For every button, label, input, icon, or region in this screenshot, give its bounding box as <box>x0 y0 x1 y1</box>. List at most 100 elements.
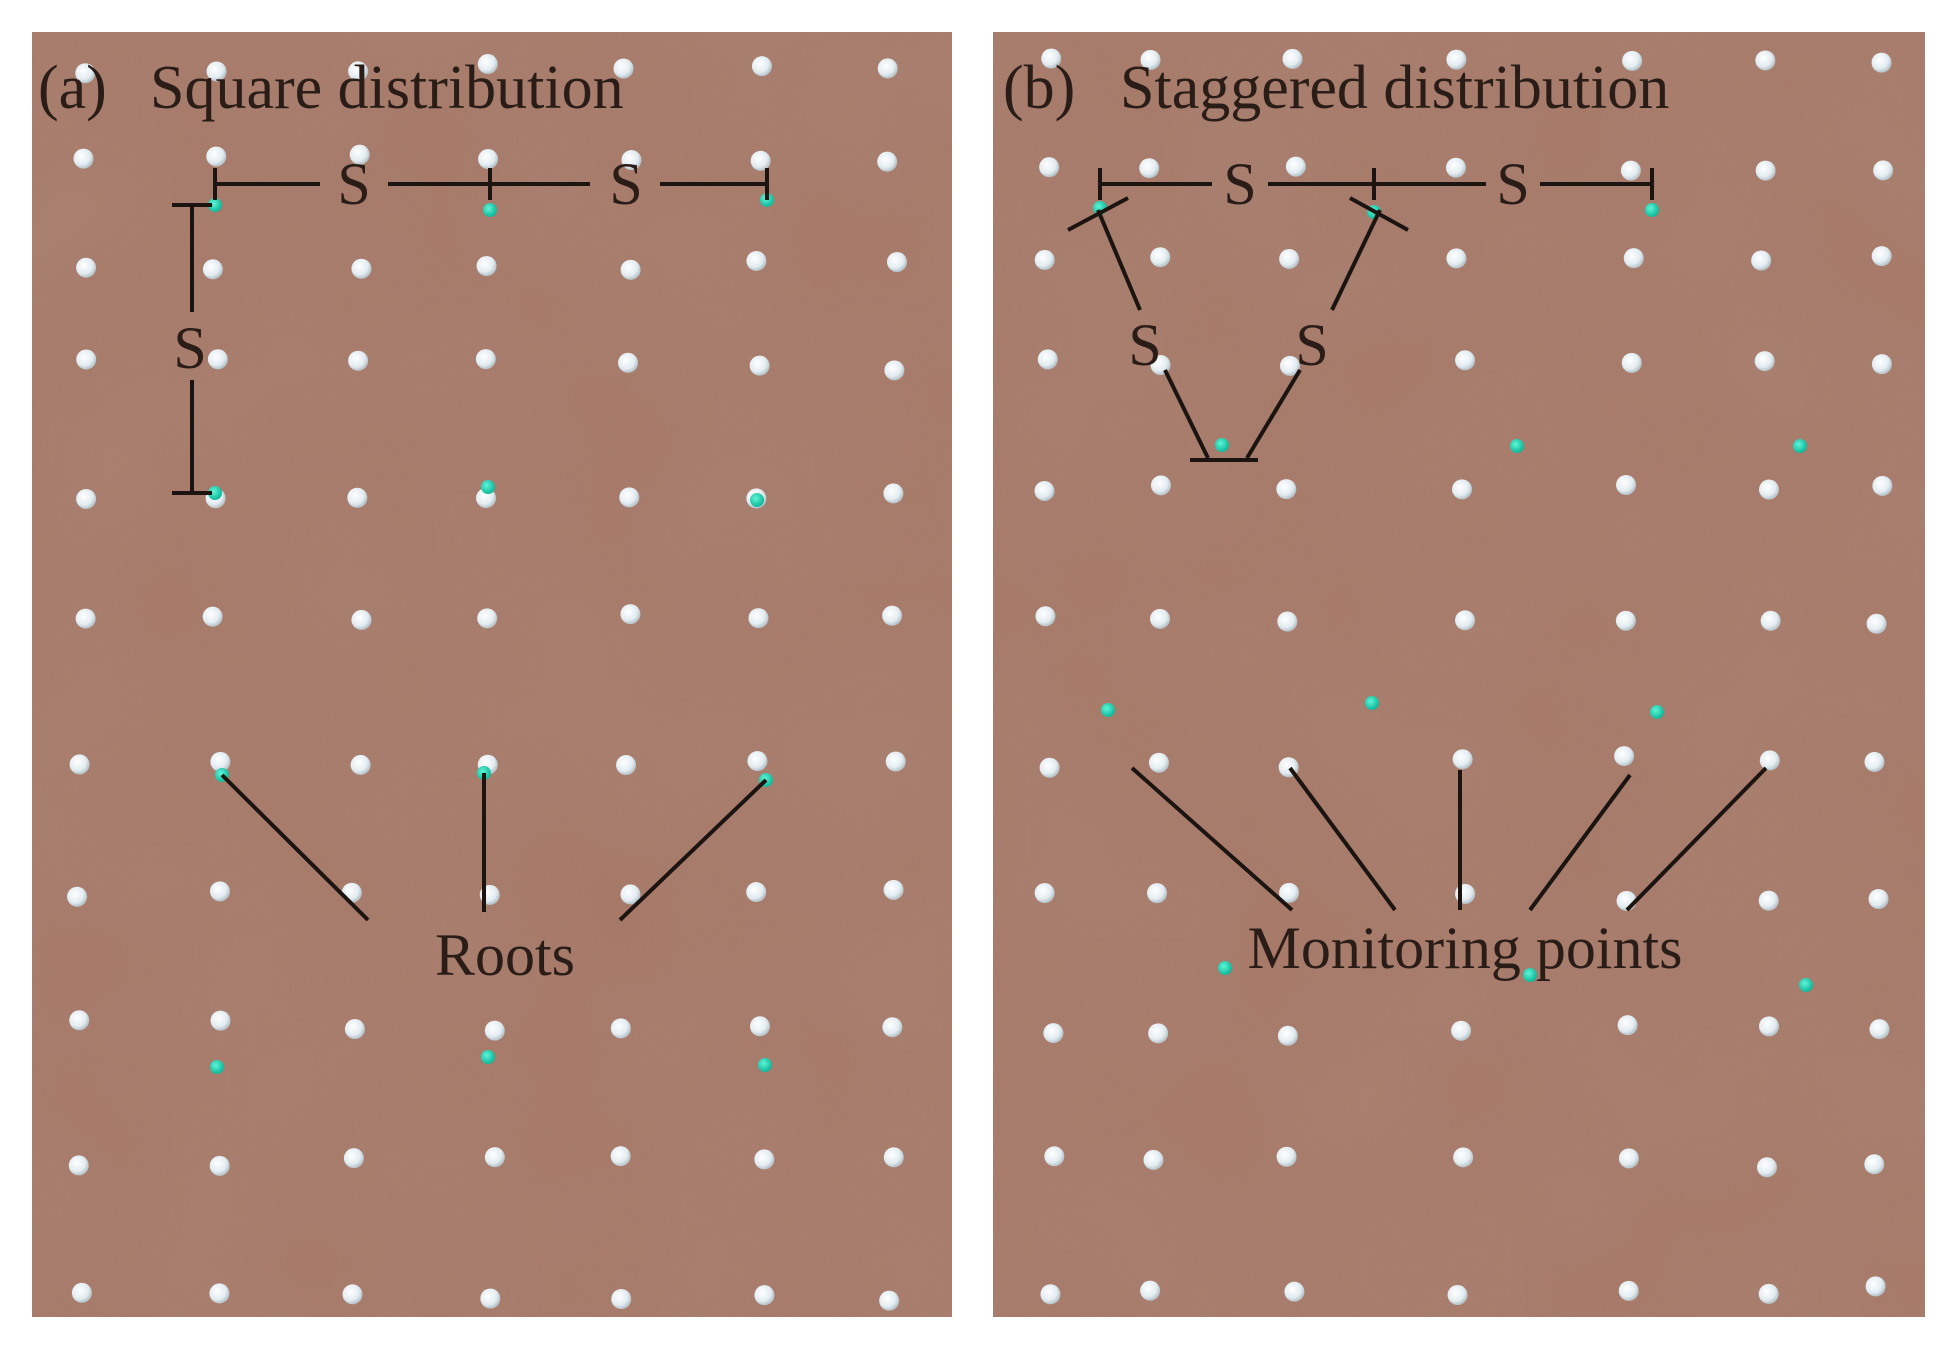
monitoring-point <box>477 608 498 629</box>
monitoring-point <box>1035 606 1056 627</box>
monitoring-point <box>1759 1016 1780 1037</box>
monitoring-point <box>1754 351 1775 372</box>
monitoring-point <box>1277 1025 1298 1046</box>
monitoring-point <box>747 751 768 772</box>
monitoring-point <box>1279 882 1300 903</box>
monitoring-point <box>1755 50 1776 71</box>
monitoring-point <box>1869 1019 1890 1040</box>
spacing-label: S <box>1295 312 1328 378</box>
monitoring-point <box>610 1018 631 1039</box>
monitoring-point <box>1751 250 1772 271</box>
monitoring-point <box>206 61 227 82</box>
spacing-label: S <box>173 315 206 381</box>
monitoring-point <box>879 1290 900 1311</box>
monitoring-point <box>1623 248 1644 269</box>
monitoring-point <box>748 608 769 629</box>
root <box>481 1050 495 1064</box>
root <box>758 1058 772 1072</box>
monitoring-point <box>71 1282 92 1303</box>
monitoring-point <box>618 352 639 373</box>
monitoring-point <box>1034 883 1055 904</box>
monitoring-point <box>1034 249 1055 270</box>
monitoring-point <box>202 259 223 280</box>
monitoring-point <box>611 1288 632 1309</box>
monitoring-point <box>68 1155 89 1176</box>
panel-title: Square distribution <box>150 54 624 122</box>
monitoring-point <box>1868 888 1889 909</box>
monitoring-point <box>1866 613 1887 634</box>
monitoring-point <box>1039 757 1060 778</box>
monitoring-point <box>1758 890 1779 911</box>
monitoring-point <box>621 150 642 171</box>
monitoring-point <box>1864 751 1885 772</box>
monitoring-point <box>1285 156 1306 177</box>
monitoring-point <box>1034 480 1055 501</box>
monitoring-point <box>1759 750 1780 771</box>
spacing-label: S <box>1496 151 1529 217</box>
monitoring-point <box>76 257 97 278</box>
monitoring-point <box>1865 1276 1886 1297</box>
monitoring-point <box>1756 1157 1777 1178</box>
monitoring-point <box>73 148 94 169</box>
monitoring-point <box>1759 479 1780 500</box>
monitoring-point <box>613 58 634 79</box>
monitoring-point <box>1621 352 1642 373</box>
root <box>481 480 495 494</box>
monitoring-point <box>1758 1283 1779 1304</box>
monitoring-point <box>877 58 898 79</box>
monitoring-point <box>347 487 368 508</box>
monitoring-point <box>754 1285 775 1306</box>
spacing-label: S <box>609 151 642 217</box>
monitoring-point <box>619 487 640 508</box>
monitoring-point <box>610 1146 631 1167</box>
monitoring-point <box>1037 349 1058 370</box>
monitoring-point <box>67 886 88 907</box>
leader-line <box>1288 766 1397 912</box>
panel-letter: (a) <box>38 54 107 122</box>
monitoring-point <box>886 251 907 272</box>
monitoring-point <box>1277 611 1298 632</box>
monitoring-point <box>349 144 370 165</box>
monitoring-point <box>207 349 228 370</box>
monitoring-point <box>1041 48 1062 69</box>
monitoring-point <box>484 1147 505 1168</box>
dimension-tick <box>1067 196 1129 232</box>
panel-staggered-distribution: (b) Staggered distribution S S S S Monit… <box>993 32 1925 1317</box>
monitoring-point <box>484 1020 505 1041</box>
monitoring-point <box>1279 355 1300 376</box>
monitoring-points-layer <box>67 54 907 1311</box>
monitoring-point <box>620 604 641 625</box>
monitoring-point <box>1279 248 1300 269</box>
callout-label: Roots <box>435 922 575 988</box>
monitoring-point <box>343 1148 364 1169</box>
monitoring-point <box>209 1283 230 1304</box>
monitoring-point <box>1871 246 1892 267</box>
soil-background <box>993 32 1925 1317</box>
monitoring-point <box>344 1019 365 1040</box>
spacing-label: S <box>1128 312 1161 378</box>
monitoring-point <box>1622 50 1643 71</box>
monitoring-point <box>885 751 906 772</box>
root <box>1101 703 1115 717</box>
monitoring-point <box>1447 1284 1468 1305</box>
monitoring-point <box>882 605 903 626</box>
monitoring-point <box>1873 160 1894 181</box>
monitoring-point <box>1150 608 1171 629</box>
root <box>1523 968 1537 982</box>
monitoring-point <box>1871 52 1892 73</box>
monitoring-point <box>1140 1280 1161 1301</box>
monitoring-point <box>1043 1023 1064 1044</box>
monitoring-point <box>1614 746 1635 767</box>
panel-square-distribution: (a) Square distribution S S S Roots <box>32 32 952 1317</box>
monitoring-point <box>1040 1284 1061 1305</box>
monitoring-point <box>1150 475 1171 496</box>
panel-title: Staggered distribution <box>1120 54 1669 122</box>
monitoring-point <box>210 1010 231 1031</box>
monitoring-point <box>1446 248 1467 269</box>
monitoring-point <box>1039 157 1060 178</box>
dimension-line <box>1245 368 1302 460</box>
monitoring-point <box>1148 1023 1169 1044</box>
root <box>1218 961 1232 975</box>
root <box>208 198 222 212</box>
